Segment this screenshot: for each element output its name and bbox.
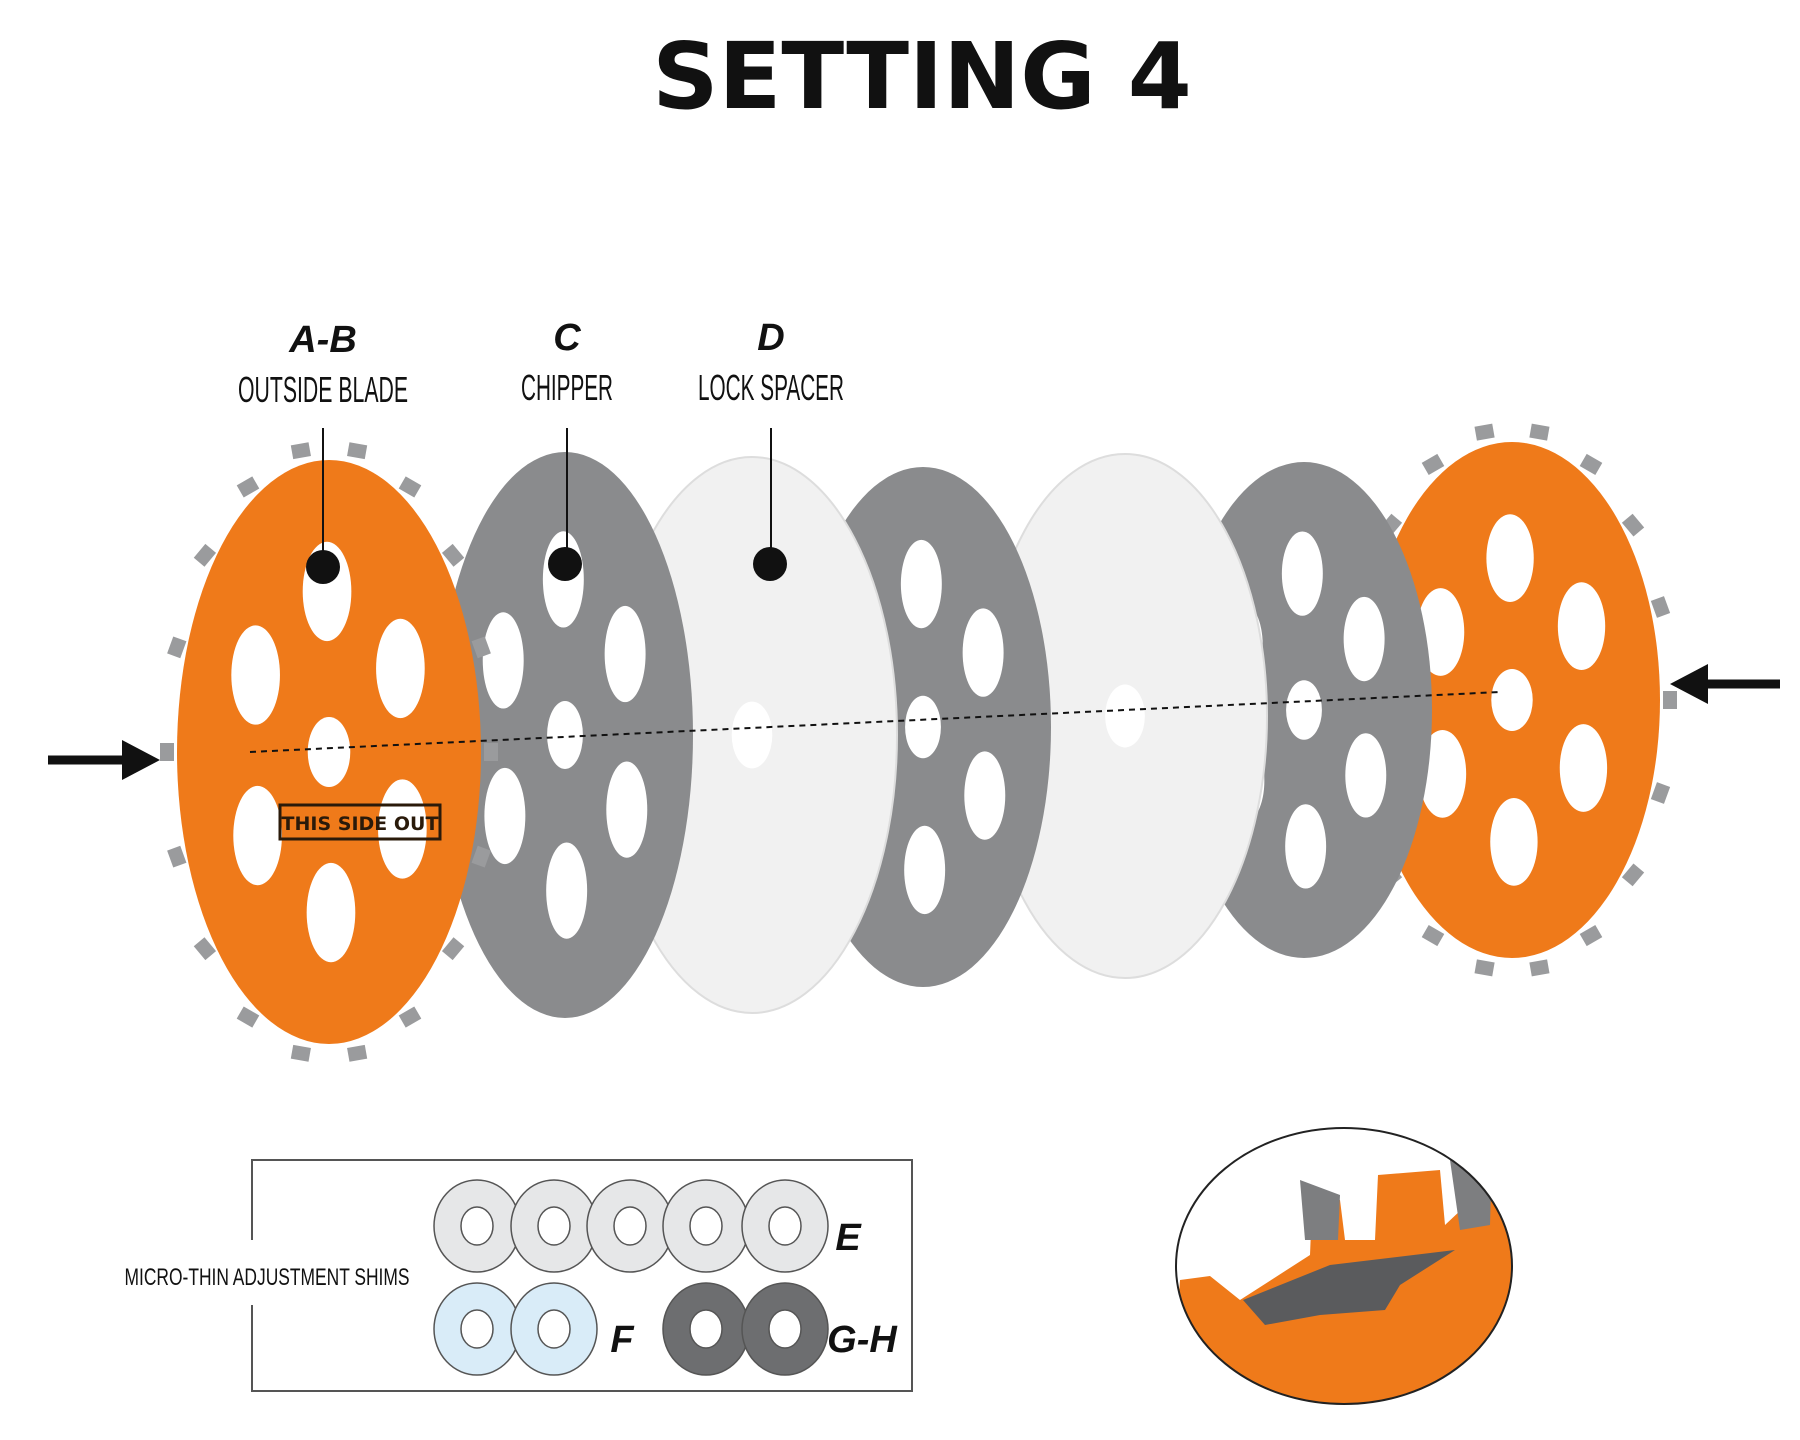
carbide-tooth bbox=[167, 845, 187, 868]
blade-window bbox=[964, 751, 1006, 840]
arbor-hole bbox=[731, 701, 773, 769]
svg-text:OUTSIDE BLADE: OUTSIDE BLADE bbox=[238, 369, 408, 410]
carbide-tooth bbox=[1579, 924, 1603, 947]
carbide-tooth bbox=[236, 476, 260, 498]
shim-e bbox=[741, 1179, 829, 1273]
carbide-tooth bbox=[1650, 596, 1671, 618]
shim-f bbox=[510, 1282, 598, 1376]
carbide-tooth bbox=[290, 442, 311, 460]
shim-e bbox=[586, 1179, 674, 1273]
blade-window bbox=[900, 539, 942, 629]
blade-window bbox=[604, 605, 646, 703]
carbide-tooth bbox=[290, 1044, 311, 1062]
shim-g-h bbox=[662, 1282, 750, 1376]
shims-panel: MICRO-THIN ADJUSTMENT SHIMS E F G-H bbox=[125, 1159, 913, 1392]
carbide-tooth bbox=[1621, 863, 1645, 887]
svg-text:C: C bbox=[553, 317, 581, 359]
carbide-tooth bbox=[471, 845, 491, 868]
carbide-tooth bbox=[1650, 782, 1671, 804]
carbide-tooth bbox=[160, 743, 174, 761]
carbide-tooth bbox=[1529, 423, 1550, 441]
svg-text:LOCK SPACER: LOCK SPACER bbox=[698, 367, 844, 408]
blade-window bbox=[962, 608, 1004, 697]
this-side-out-tag: THIS SIDE OUT bbox=[278, 803, 442, 841]
carbide-tooth bbox=[193, 543, 217, 567]
svg-text:CHIPPER: CHIPPER bbox=[521, 367, 613, 408]
shim-g-h bbox=[741, 1282, 829, 1376]
blade-window bbox=[231, 625, 280, 725]
svg-text:THIS SIDE OUT: THIS SIDE OUT bbox=[282, 813, 439, 835]
outside-blade-b bbox=[1347, 423, 1677, 977]
blade-window bbox=[904, 825, 946, 915]
blade-stack bbox=[160, 423, 1677, 1062]
left-arrow-icon bbox=[48, 740, 160, 780]
callout-lock-spacer: D LOCK SPACER bbox=[698, 317, 844, 581]
carbide-tooth bbox=[1421, 453, 1445, 476]
carbide-tooth bbox=[441, 543, 465, 567]
shim-label-e: E bbox=[835, 1217, 862, 1259]
blade-window bbox=[306, 862, 356, 963]
shim-e bbox=[433, 1179, 521, 1273]
arbor-hole bbox=[1491, 669, 1533, 731]
carbide-tooth bbox=[398, 476, 422, 498]
callout-dot bbox=[306, 550, 340, 584]
blade-window bbox=[233, 785, 282, 886]
shim-e bbox=[662, 1179, 750, 1273]
blade-window bbox=[1486, 514, 1534, 602]
blade-window bbox=[1343, 596, 1385, 682]
carbide-tooth bbox=[1474, 423, 1495, 441]
carbide-tooth bbox=[347, 1044, 368, 1062]
blade-window bbox=[1345, 733, 1387, 818]
chipper-1 bbox=[437, 452, 693, 1018]
shim-label-gh: G-H bbox=[827, 1319, 898, 1361]
blade-window bbox=[1285, 804, 1327, 889]
blade-window bbox=[484, 767, 526, 865]
blade-window bbox=[1490, 798, 1538, 886]
carbide-tooth bbox=[441, 937, 465, 961]
blade-window bbox=[482, 612, 524, 709]
outside-blade-a bbox=[160, 442, 498, 1062]
carbide-tooth bbox=[1621, 513, 1645, 537]
arbor-hole bbox=[1105, 684, 1145, 748]
carbide-tooth bbox=[236, 1006, 260, 1028]
lock-spacer-2 bbox=[982, 453, 1268, 979]
carbide-tooth bbox=[484, 743, 498, 761]
blade-window bbox=[1416, 588, 1465, 676]
blade-window bbox=[606, 761, 648, 858]
shim-f bbox=[433, 1282, 521, 1376]
carbide-tooth bbox=[1579, 453, 1603, 476]
carbide-tooth bbox=[193, 937, 217, 961]
shim-e bbox=[510, 1179, 598, 1273]
arbor-hole bbox=[307, 716, 351, 788]
blade-window bbox=[376, 618, 425, 719]
carbide-tooth bbox=[347, 442, 368, 460]
diagram-title: SETTING 4 bbox=[652, 23, 1192, 130]
arbor-hole bbox=[905, 695, 941, 759]
arbor-hole bbox=[1286, 680, 1322, 740]
blade-window bbox=[1281, 531, 1323, 616]
tooth-detail-inset bbox=[1175, 1127, 1513, 1405]
callout-outside-blade: A-B OUTSIDE BLADE bbox=[238, 319, 408, 584]
shims-label: MICRO-THIN ADJUSTMENT SHIMS bbox=[125, 1264, 410, 1291]
callout-dot bbox=[753, 547, 787, 581]
carbide-tooth bbox=[471, 636, 491, 659]
svg-text:A-B: A-B bbox=[288, 319, 357, 361]
right-arrow-icon bbox=[1670, 664, 1780, 704]
blade-window bbox=[546, 842, 588, 939]
svg-text:D: D bbox=[757, 317, 784, 359]
carbide-tooth bbox=[1529, 959, 1550, 977]
carbide-tooth bbox=[167, 636, 187, 659]
blade-window bbox=[1557, 582, 1606, 671]
arbor-hole bbox=[547, 701, 583, 769]
carbide-tooth bbox=[1421, 924, 1445, 947]
blade-window bbox=[1418, 729, 1467, 818]
carbide-tooth bbox=[398, 1006, 422, 1028]
carbide-tooth bbox=[1663, 691, 1677, 709]
callout-dot bbox=[548, 547, 582, 581]
shim-label-f: F bbox=[610, 1319, 635, 1361]
blade-window bbox=[1559, 724, 1608, 812]
carbide-tooth bbox=[1474, 959, 1495, 977]
callout-chipper: C CHIPPER bbox=[521, 317, 613, 581]
